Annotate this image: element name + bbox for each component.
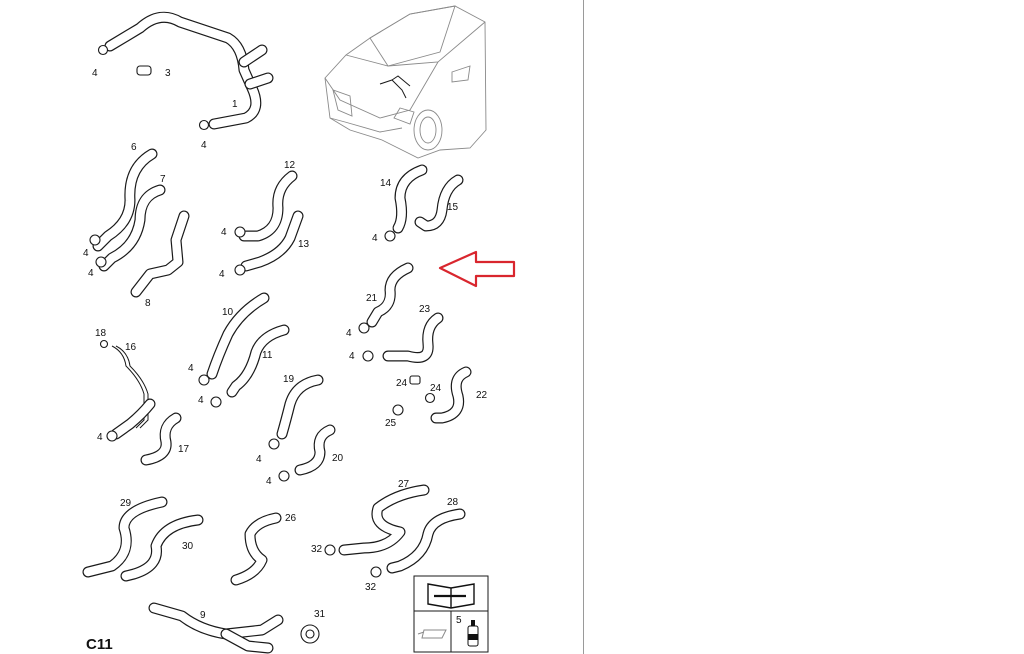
part-callout-10: 10 [222,307,234,318]
part-callout-24: 24 [396,378,408,389]
part-callout-16: 16 [125,342,137,353]
hose-parts-27-28 [338,484,466,574]
part-callout-4: 4 [88,268,94,279]
part-callout-32: 32 [311,544,323,555]
part-callout-15: 15 [447,202,459,213]
fluid-bottle-icon [467,620,479,647]
part-callout-18: 18 [95,328,107,339]
part-callout-8: 8 [145,298,151,309]
hose-part-26 [230,512,282,586]
hose-parts-14-15 [392,164,464,234]
part-callout-13: 13 [298,239,310,250]
part-callout-23: 23 [419,304,431,315]
legend-box [413,575,489,653]
part-callout-4: 4 [349,351,355,362]
part-callout-29: 29 [120,498,132,509]
part-callout-4: 4 [346,328,352,339]
part-callout-19: 19 [283,374,295,385]
part-callout-28: 28 [447,497,459,508]
hose-parts-10-11 [206,292,290,398]
hose-part-9 [148,602,284,654]
part-callout-4: 4 [372,233,378,244]
pointer-arrow-icon [438,250,516,288]
page-code-label: C11 [86,636,113,653]
part-callout-26: 26 [285,513,297,524]
part-callout-27: 27 [398,479,410,490]
sheet-edge-divider [583,0,584,654]
part-callout-4: 4 [266,476,272,487]
part-callout-17: 17 [178,444,190,455]
part-callout-4: 4 [219,269,225,280]
part-callout-12: 12 [284,160,296,171]
part-callout-7: 7 [160,174,166,185]
part-callout-11: 11 [262,350,273,361]
hose-parts-16-17-18 [110,345,182,466]
car-outline-icon [324,5,487,159]
part-callout-32: 32 [365,582,377,593]
part-callout-4: 4 [221,227,227,238]
repair-manual-icon [427,583,475,609]
part-callout-24: 24 [430,383,442,394]
legend-number: 5 [456,615,462,626]
part-callout-4: 4 [92,68,98,79]
part-callout-3: 3 [165,68,171,79]
hose-part-1 [104,11,274,130]
part-callout-31: 31 [314,609,326,620]
part-callout-4: 4 [201,140,207,151]
part-callout-30: 30 [182,541,194,552]
hose-parts-12-13 [238,170,304,272]
hose-parts-19-20 [276,374,336,476]
part-callout-20: 20 [332,453,344,464]
hose-parts-29-30 [82,496,204,582]
part-callout-25: 25 [385,418,397,429]
hose-parts-6-7-8 [92,148,190,298]
part-callout-14: 14 [380,178,392,189]
part-callout-4: 4 [198,395,204,406]
part-callout-6: 6 [131,142,137,153]
part-callout-21: 21 [366,293,378,304]
part-callout-9: 9 [200,610,206,621]
hose-part-21 [366,262,414,328]
part-callout-4: 4 [256,454,262,465]
part-callout-4: 4 [83,248,89,259]
part-callout-4: 4 [97,432,103,443]
hose-parts-22-23 [382,312,472,424]
oil-can-icon [417,629,447,639]
part-callout-1: 1 [232,99,238,110]
part-callout-4: 4 [188,363,194,374]
part-callout-22: 22 [476,390,488,401]
